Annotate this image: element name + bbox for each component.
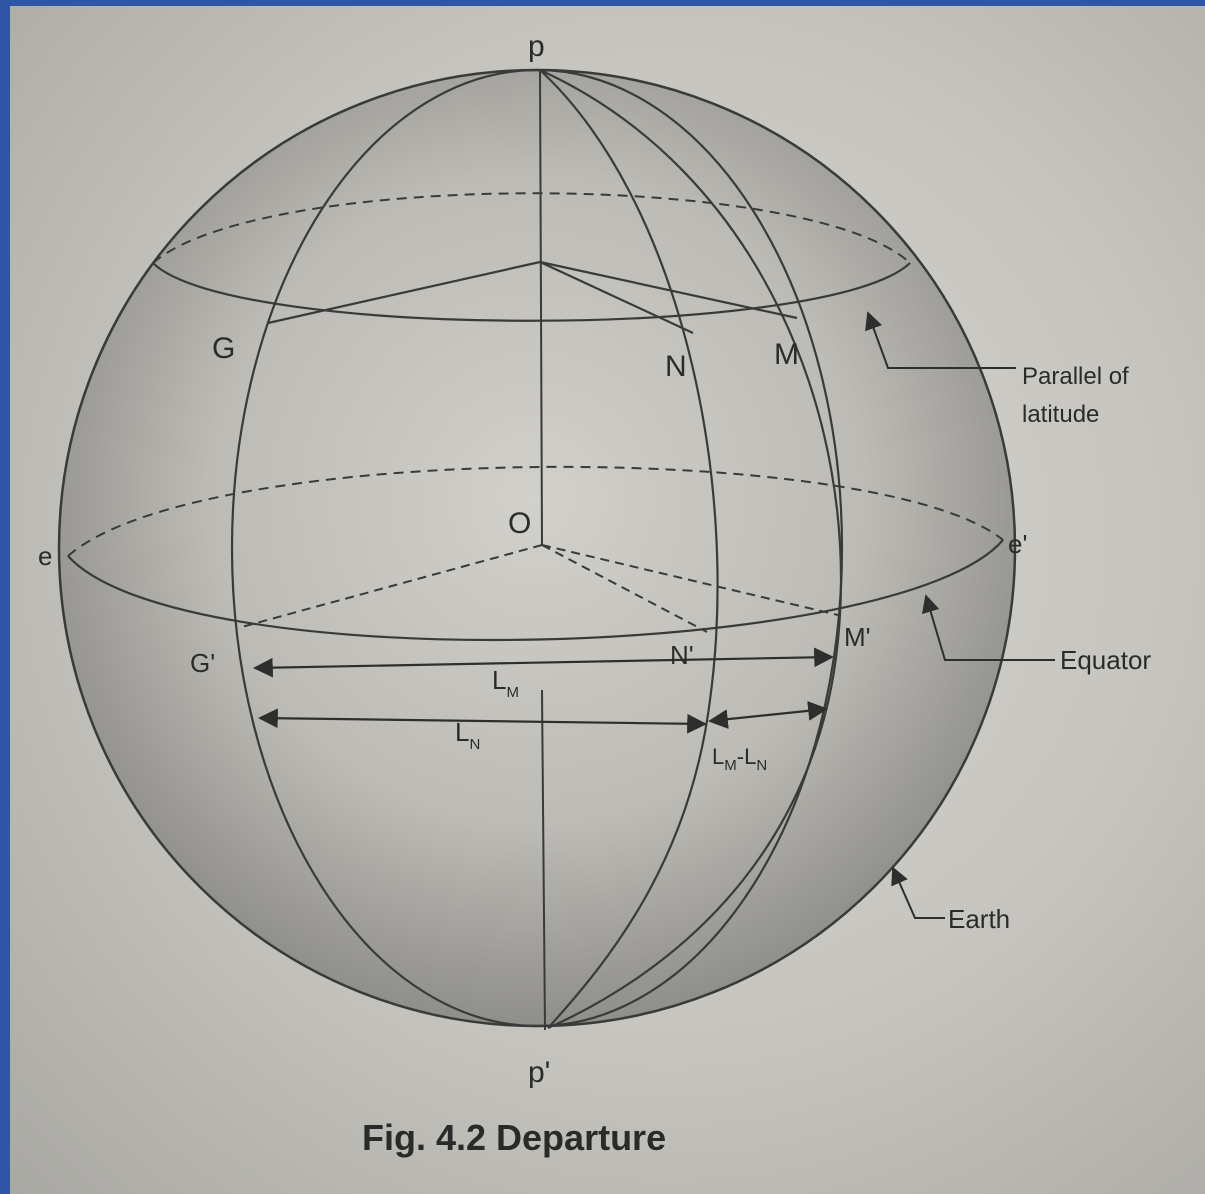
label-point-g-prime: G' [190, 648, 215, 678]
label-center: O [508, 507, 531, 540]
label-point-e-prime: e' [1008, 529, 1027, 559]
polar-axis-lower [541, 689, 546, 1031]
earth-sphere [57, 68, 1017, 1028]
label-point-g: G [212, 332, 235, 365]
polar-axis-upper [539, 69, 543, 546]
leader-equator [921, 594, 1055, 661]
label-l-m: LM [492, 665, 519, 701]
callout-parallel-line2: latitude [1022, 401, 1099, 428]
equator-radius-m [541, 544, 839, 616]
label-l-n: LN [455, 717, 480, 753]
arrow-l-n [258, 708, 707, 734]
departure-diagram: p p' O G N M e e' G' N' M' LM LN LM-LN P… [38, 30, 1151, 1158]
label-point-e: e [38, 541, 52, 571]
meridian-g [230, 68, 844, 1028]
callout-earth: Earth [948, 904, 1010, 934]
label-point-m-prime: M' [844, 622, 871, 652]
label-point-n-prime: N' [670, 640, 694, 670]
figure-caption: Fig. 4.2 Departure [362, 1117, 666, 1158]
equator-front [67, 539, 1004, 642]
label-point-n: N [665, 350, 687, 383]
leader-earth [891, 866, 945, 919]
label-north-pole: p [528, 30, 545, 63]
equator-radius-n [541, 544, 708, 633]
equator-back [67, 465, 1004, 557]
meridian-m [539, 68, 842, 1030]
equator-radius-g [237, 544, 543, 629]
parallel-radius-n [539, 261, 694, 334]
parallel-radius-m [539, 260, 798, 320]
callout-equator: Equator [1060, 645, 1151, 675]
label-point-m: M [774, 338, 799, 371]
meridian-n [539, 69, 719, 1029]
paper-page: p p' O G N M e e' G' N' M' LM LN LM-LN P… [10, 6, 1205, 1194]
parallel-radius-g [267, 260, 541, 325]
label-south-pole: p' [528, 1056, 550, 1089]
callout-parallel-line1: Parallel of [1022, 363, 1129, 390]
label-l-diff: LM-LN [712, 744, 767, 774]
arrow-l-diff [708, 700, 828, 730]
parallel-back [152, 192, 911, 264]
parallel-front [152, 262, 911, 322]
arrow-l-m [253, 647, 834, 678]
leader-parallel [865, 311, 1016, 369]
